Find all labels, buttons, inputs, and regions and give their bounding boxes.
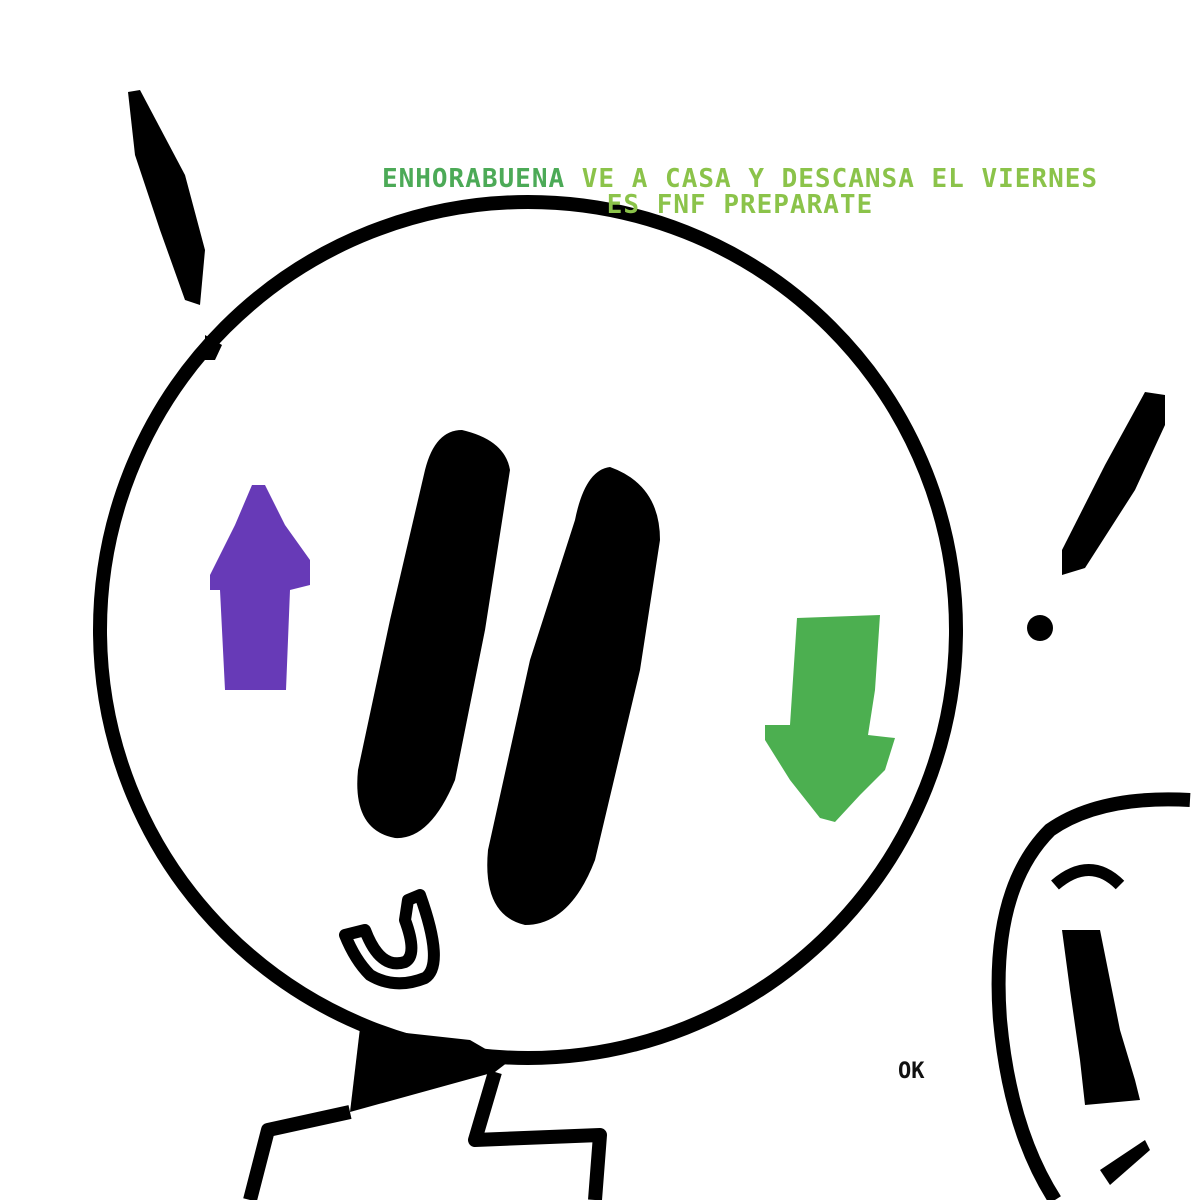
dialogue-line-2: ES FNF PREPARATE bbox=[300, 192, 1180, 218]
dialogue-box: ENHORABUENA VE A CASA Y DESCANSA EL VIER… bbox=[300, 166, 1180, 218]
arrow-up-icon bbox=[210, 485, 310, 690]
character-mouth bbox=[339, 889, 440, 990]
dialogue-text-1: VE A CASA Y DESCANSA EL VIERNES bbox=[581, 164, 1099, 194]
surprise-mark-left bbox=[128, 90, 222, 360]
character-head bbox=[93, 195, 963, 1065]
character-left-eye bbox=[357, 430, 510, 839]
ok-button[interactable]: OK bbox=[898, 1056, 946, 1086]
dialogue-line-1: ENHORABUENA VE A CASA Y DESCANSA EL VIER… bbox=[300, 166, 1180, 192]
character-right-eye bbox=[487, 467, 660, 925]
dialogue-speaker: ENHORABUENA bbox=[381, 164, 566, 194]
arrow-down-icon bbox=[765, 615, 895, 822]
dialogue-text-2: ES FNF PREPARATE bbox=[606, 190, 874, 220]
surprise-mark-right bbox=[1027, 392, 1165, 641]
character-body bbox=[243, 1028, 607, 1200]
second-character bbox=[991, 792, 1191, 1200]
